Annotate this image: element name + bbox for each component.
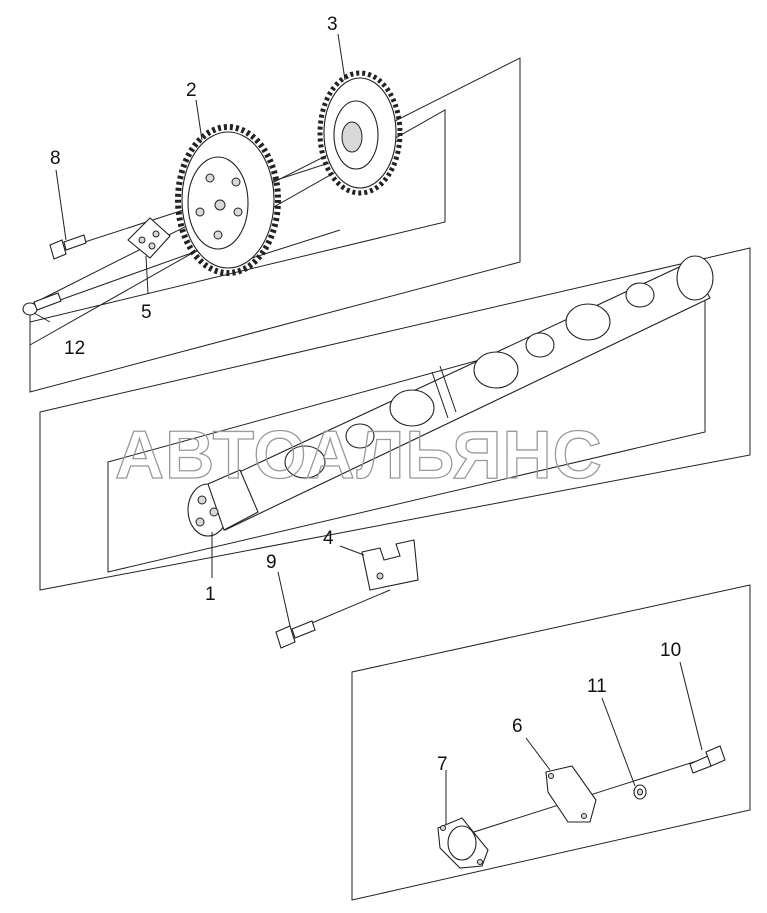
washer-11 xyxy=(633,784,647,800)
leader-lines xyxy=(33,33,703,825)
gasket-7 xyxy=(437,817,489,869)
callout-2: 2 xyxy=(186,80,197,101)
callout-9: 9 xyxy=(266,552,277,573)
bracket-4 xyxy=(361,539,419,591)
callout-7: 7 xyxy=(437,754,448,775)
gear-3 xyxy=(317,70,403,196)
bolt-12 xyxy=(22,292,62,316)
callout-8: 8 xyxy=(50,148,61,169)
callout-10: 10 xyxy=(660,640,681,661)
camshaft-1 xyxy=(187,255,714,537)
cover-6 xyxy=(545,765,597,823)
callout-12: 12 xyxy=(64,338,85,359)
callout-11: 11 xyxy=(587,676,607,697)
callout-3: 3 xyxy=(327,14,338,35)
callout-6: 6 xyxy=(512,716,523,737)
bolt-10 xyxy=(689,745,726,774)
callout-1: 1 xyxy=(205,584,216,605)
gear-2 xyxy=(175,124,281,276)
cover-group-frame xyxy=(351,584,751,901)
bolt-8 xyxy=(49,234,87,260)
watermark-text: АВТОАЛЬЯНС xyxy=(115,417,603,493)
bolt-9 xyxy=(275,620,316,649)
thrust-plate-5 xyxy=(127,217,171,259)
callout-5: 5 xyxy=(141,302,152,323)
callout-4: 4 xyxy=(323,528,334,549)
